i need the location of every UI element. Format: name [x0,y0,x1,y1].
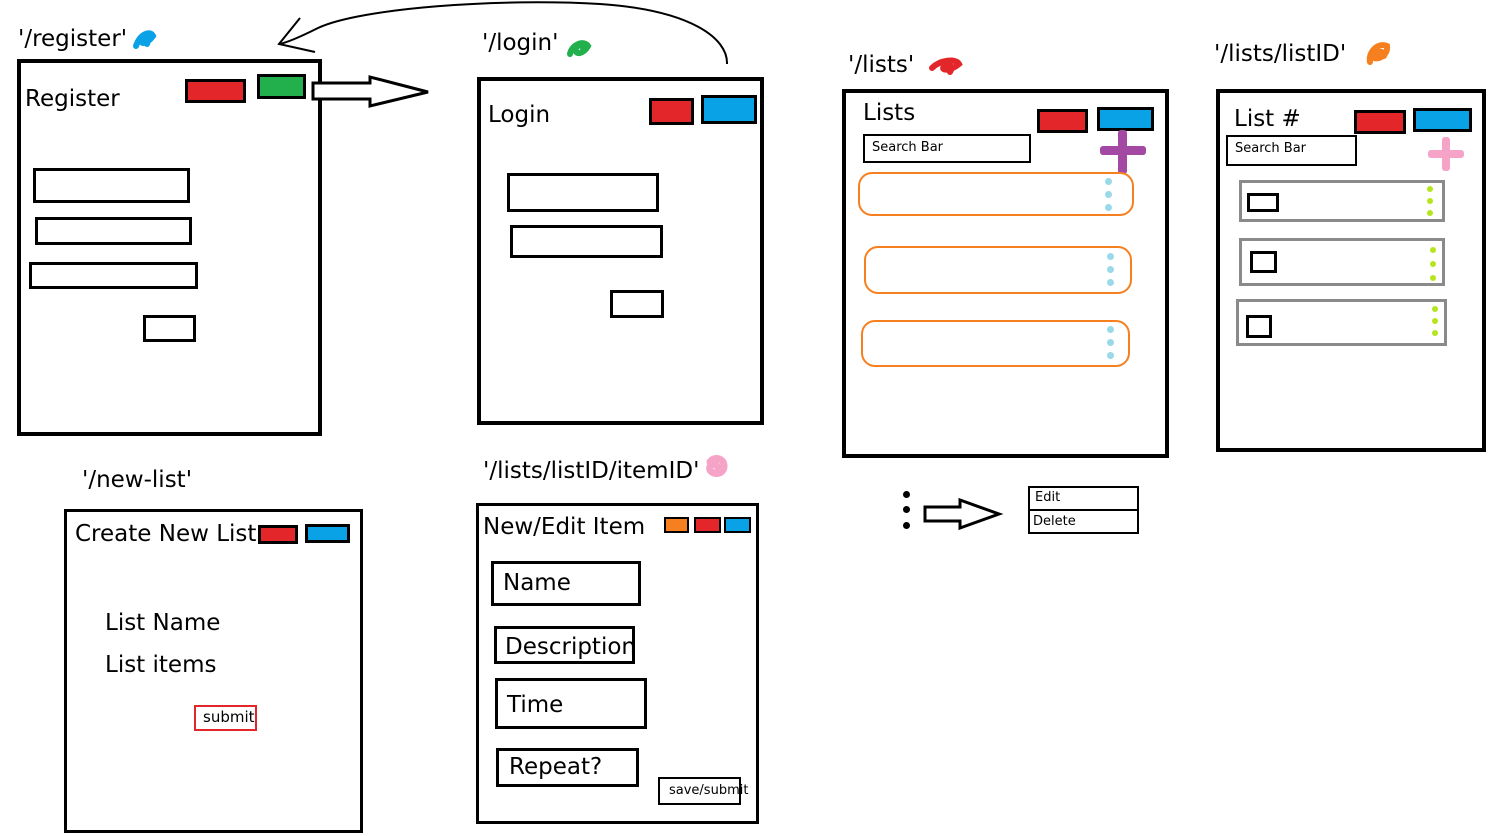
lists-search-input[interactable]: Search Bar [863,134,1031,163]
lists-title: Lists [863,100,916,126]
item-name-field[interactable] [491,561,641,606]
item-checkbox[interactable] [1247,193,1279,212]
route-label-lists: '/lists' [848,52,915,78]
login-field-2[interactable] [510,225,663,258]
blue-scribble-icon [133,30,157,49]
arrow-register-to-login [311,75,429,108]
list-detail-search-input[interactable]: Search Bar [1226,135,1357,166]
new-list-submit-button[interactable]: submit [194,705,257,731]
add-item-plus-icon[interactable] [1428,137,1464,171]
register-field-2[interactable] [35,217,192,245]
register-field-1[interactable] [33,168,190,203]
item-red-button[interactable] [694,517,721,533]
vertical-dots-icon[interactable] [1107,326,1115,362]
list-detail-blue-button[interactable] [1413,108,1472,132]
lists-frame [842,89,1169,458]
orange-scribble-icon [1366,42,1391,65]
list-items-label: List items [105,652,217,678]
item-checkbox[interactable] [1246,315,1272,338]
new-list-title: Create New List [75,521,257,547]
item-repeat-field[interactable] [496,748,639,787]
pink-scribble-icon [706,455,728,477]
list-card[interactable] [858,172,1134,216]
add-list-plus-icon[interactable] [1100,130,1146,174]
arrow-dots-to-menu [923,497,1004,531]
item-blue-button[interactable] [724,517,751,533]
item-row[interactable] [1236,299,1447,346]
arrow-login-to-register [277,1,729,65]
vertical-dots-icon [903,491,913,531]
new-list-red-button[interactable] [258,525,298,544]
route-label-login: '/login' [482,30,559,56]
item-row[interactable] [1239,180,1445,222]
new-list-frame [64,509,363,833]
list-card[interactable] [861,320,1130,367]
item-time-label: Time [507,692,564,718]
register-submit-button[interactable] [143,315,196,342]
route-label-register: '/register' [18,26,128,52]
list-card[interactable] [864,246,1132,294]
login-red-button[interactable] [649,98,694,125]
item-row[interactable] [1239,238,1445,286]
red-scribble-icon [929,57,963,75]
item-save-button[interactable]: save/submit [658,777,748,805]
vertical-dots-icon[interactable] [1427,186,1435,220]
route-label-list-detail: '/lists/listID' [1214,41,1347,67]
item-repeat-label: Repeat? [509,754,603,780]
register-field-3[interactable] [29,262,198,289]
register-green-button[interactable] [257,74,306,99]
item-description-label: Description [505,634,636,660]
login-title: Login [488,102,551,128]
login-blue-button[interactable] [701,95,757,124]
item-time-field[interactable] [495,678,647,729]
vertical-dots-icon[interactable] [1105,178,1113,214]
list-name-label: List Name [105,610,221,636]
register-title: Register [25,86,120,112]
login-frame [477,77,764,425]
item-title: New/Edit Item [483,514,646,540]
lists-blue-button[interactable] [1097,107,1154,131]
list-detail-red-button[interactable] [1354,110,1406,134]
vertical-dots-icon[interactable] [1430,247,1438,281]
register-red-button[interactable] [185,79,246,103]
list-detail-frame [1216,89,1486,452]
new-list-blue-button[interactable] [305,524,350,543]
register-frame [17,59,322,436]
route-label-item: '/lists/listID/itemID' [483,458,700,484]
vertical-dots-icon[interactable] [1432,306,1440,340]
item-description-field[interactable] [494,626,635,664]
context-menu-edit[interactable]: Edit [1035,490,1061,505]
login-field-1[interactable] [507,173,659,212]
context-menu-divider [1030,509,1137,511]
item-frame [476,503,759,824]
item-name-label: Name [503,570,571,596]
context-menu-delete[interactable]: Delete [1033,514,1076,529]
list-detail-title: List # [1234,106,1301,132]
context-menu [1028,486,1139,534]
login-submit-button[interactable] [610,290,664,318]
item-orange-button[interactable] [664,517,689,533]
route-label-new-list: '/new-list' [82,467,193,493]
item-checkbox[interactable] [1250,251,1277,273]
lists-red-button[interactable] [1037,109,1088,133]
vertical-dots-icon[interactable] [1107,253,1115,289]
green-scribble-icon [567,40,592,57]
